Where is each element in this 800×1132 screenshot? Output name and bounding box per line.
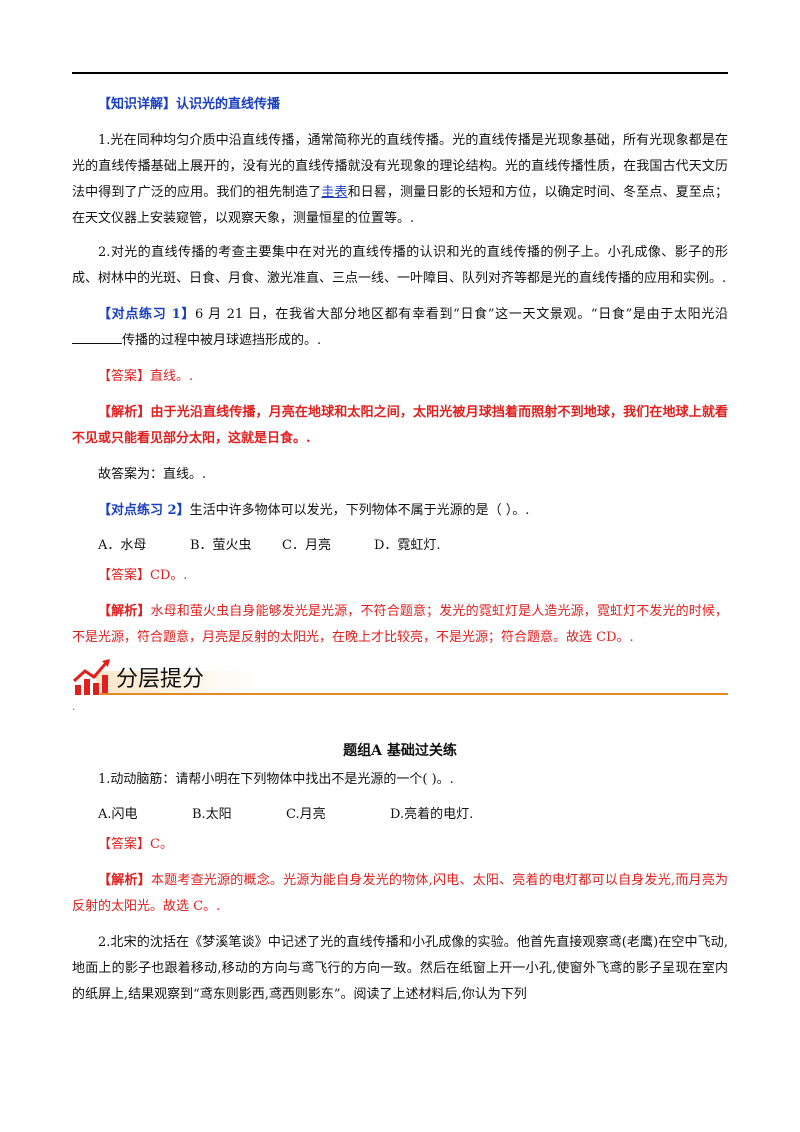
exercise-2-options: A．水母 B．萤火虫 C．月亮 D．霓虹灯.: [72, 534, 728, 553]
analysis-tag: 【解析】: [98, 405, 151, 420]
option-c[interactable]: C.月亮: [286, 807, 326, 822]
option-a[interactable]: A.闪电: [98, 807, 138, 822]
option-d[interactable]: D．霓虹灯.: [374, 538, 441, 553]
analysis-tag: 【解析】: [98, 604, 151, 619]
knowledge-title: 认识光的直线传播: [176, 97, 281, 112]
answer-tag: 【答案】: [98, 837, 151, 852]
knowledge-tag: 【知识详解】: [98, 97, 177, 112]
option-d[interactable]: D.亮着的电灯.: [390, 807, 474, 822]
rising-chart-icon: [72, 659, 110, 695]
answer-blank: [72, 329, 122, 344]
analysis-tag: 【解析】: [98, 873, 151, 888]
guibiao-link[interactable]: 圭表: [321, 185, 348, 200]
section-dot: .: [72, 702, 76, 713]
group-question-1-options: A.闪电 B.太阳 C.月亮 D.亮着的电灯.: [72, 803, 728, 822]
option-b[interactable]: B．萤火虫: [190, 538, 252, 553]
group-question-2: 2.北宋的沈括在《梦溪笔谈》中记述了光的直线传播和小孔成像的实验。他首先直接观察…: [72, 935, 728, 1002]
section-title: 分层提分: [116, 667, 205, 692]
group-question-1-analysis: 【解析】本题考查光源的概念。光源为能自身发光的物体,闪电、太阳、亮着的电灯都可以…: [72, 873, 728, 914]
exercise-1-conclusion: 故答案为：直线。.: [98, 467, 207, 482]
header-rule: [72, 72, 728, 74]
exercise-1-question: 【对点练习 1】6 月 21 日，在我省大部分地区都有幸看到“日食”这一天文景观…: [72, 302, 728, 354]
exercise-1-tag: 【对点练习 1】: [98, 307, 196, 322]
option-b[interactable]: B.太阳: [192, 807, 232, 822]
section-header: 分层提分: [72, 653, 728, 701]
answer-tag: 【答案】: [98, 369, 151, 384]
section-gradient: [96, 671, 256, 693]
option-c[interactable]: C．月亮: [282, 538, 331, 553]
section-rule: [100, 693, 728, 695]
answer-tag: 【答案】: [98, 568, 151, 583]
exercise-1-answer: 【答案】直线。.: [98, 369, 194, 384]
exercise-2-answer: 【答案】CD。.: [98, 568, 188, 583]
group-question-1-answer: 【答案】C。: [98, 837, 173, 852]
document-body: 【知识详解】认识光的直线传播 1.光在同种均匀介质中沿直线传播，通常简称光的直线…: [72, 92, 728, 1008]
knowledge-heading: 【知识详解】认识光的直线传播: [72, 92, 728, 118]
exercise-1-analysis: 【解析】由于光沿直线传播，月亮在地球和太阳之间，太阳光被月球挡着而照射不到地球，…: [72, 405, 728, 446]
group-question-1: 1.动动脑筋：请帮小明在下列物体中找出不是光源的一个( )。.: [98, 772, 454, 787]
knowledge-paragraph-2: 2.对光的直线传播的考查主要集中在对光的直线传播的认识和光的直线传播的例子上。小…: [72, 245, 728, 286]
exercise-2-question: 【对点练习 2】生活中许多物体可以发光，下列物体不属于光源的是（ ）。.: [98, 503, 530, 518]
exercise-2-analysis: 【解析】水母和萤火虫自身能够发光是光源，不符合题意；发光的霓虹灯是人造光源，霓虹…: [72, 604, 728, 645]
group-title: 题组A 基础过关练: [343, 743, 457, 759]
knowledge-paragraph-1: 1.光在同种均匀介质中沿直线传播，通常简称光的直线传播。光的直线传播是光现象基础…: [72, 133, 728, 226]
option-a[interactable]: A．水母: [98, 538, 147, 553]
exercise-2-tag: 【对点练习 2】: [98, 503, 190, 518]
